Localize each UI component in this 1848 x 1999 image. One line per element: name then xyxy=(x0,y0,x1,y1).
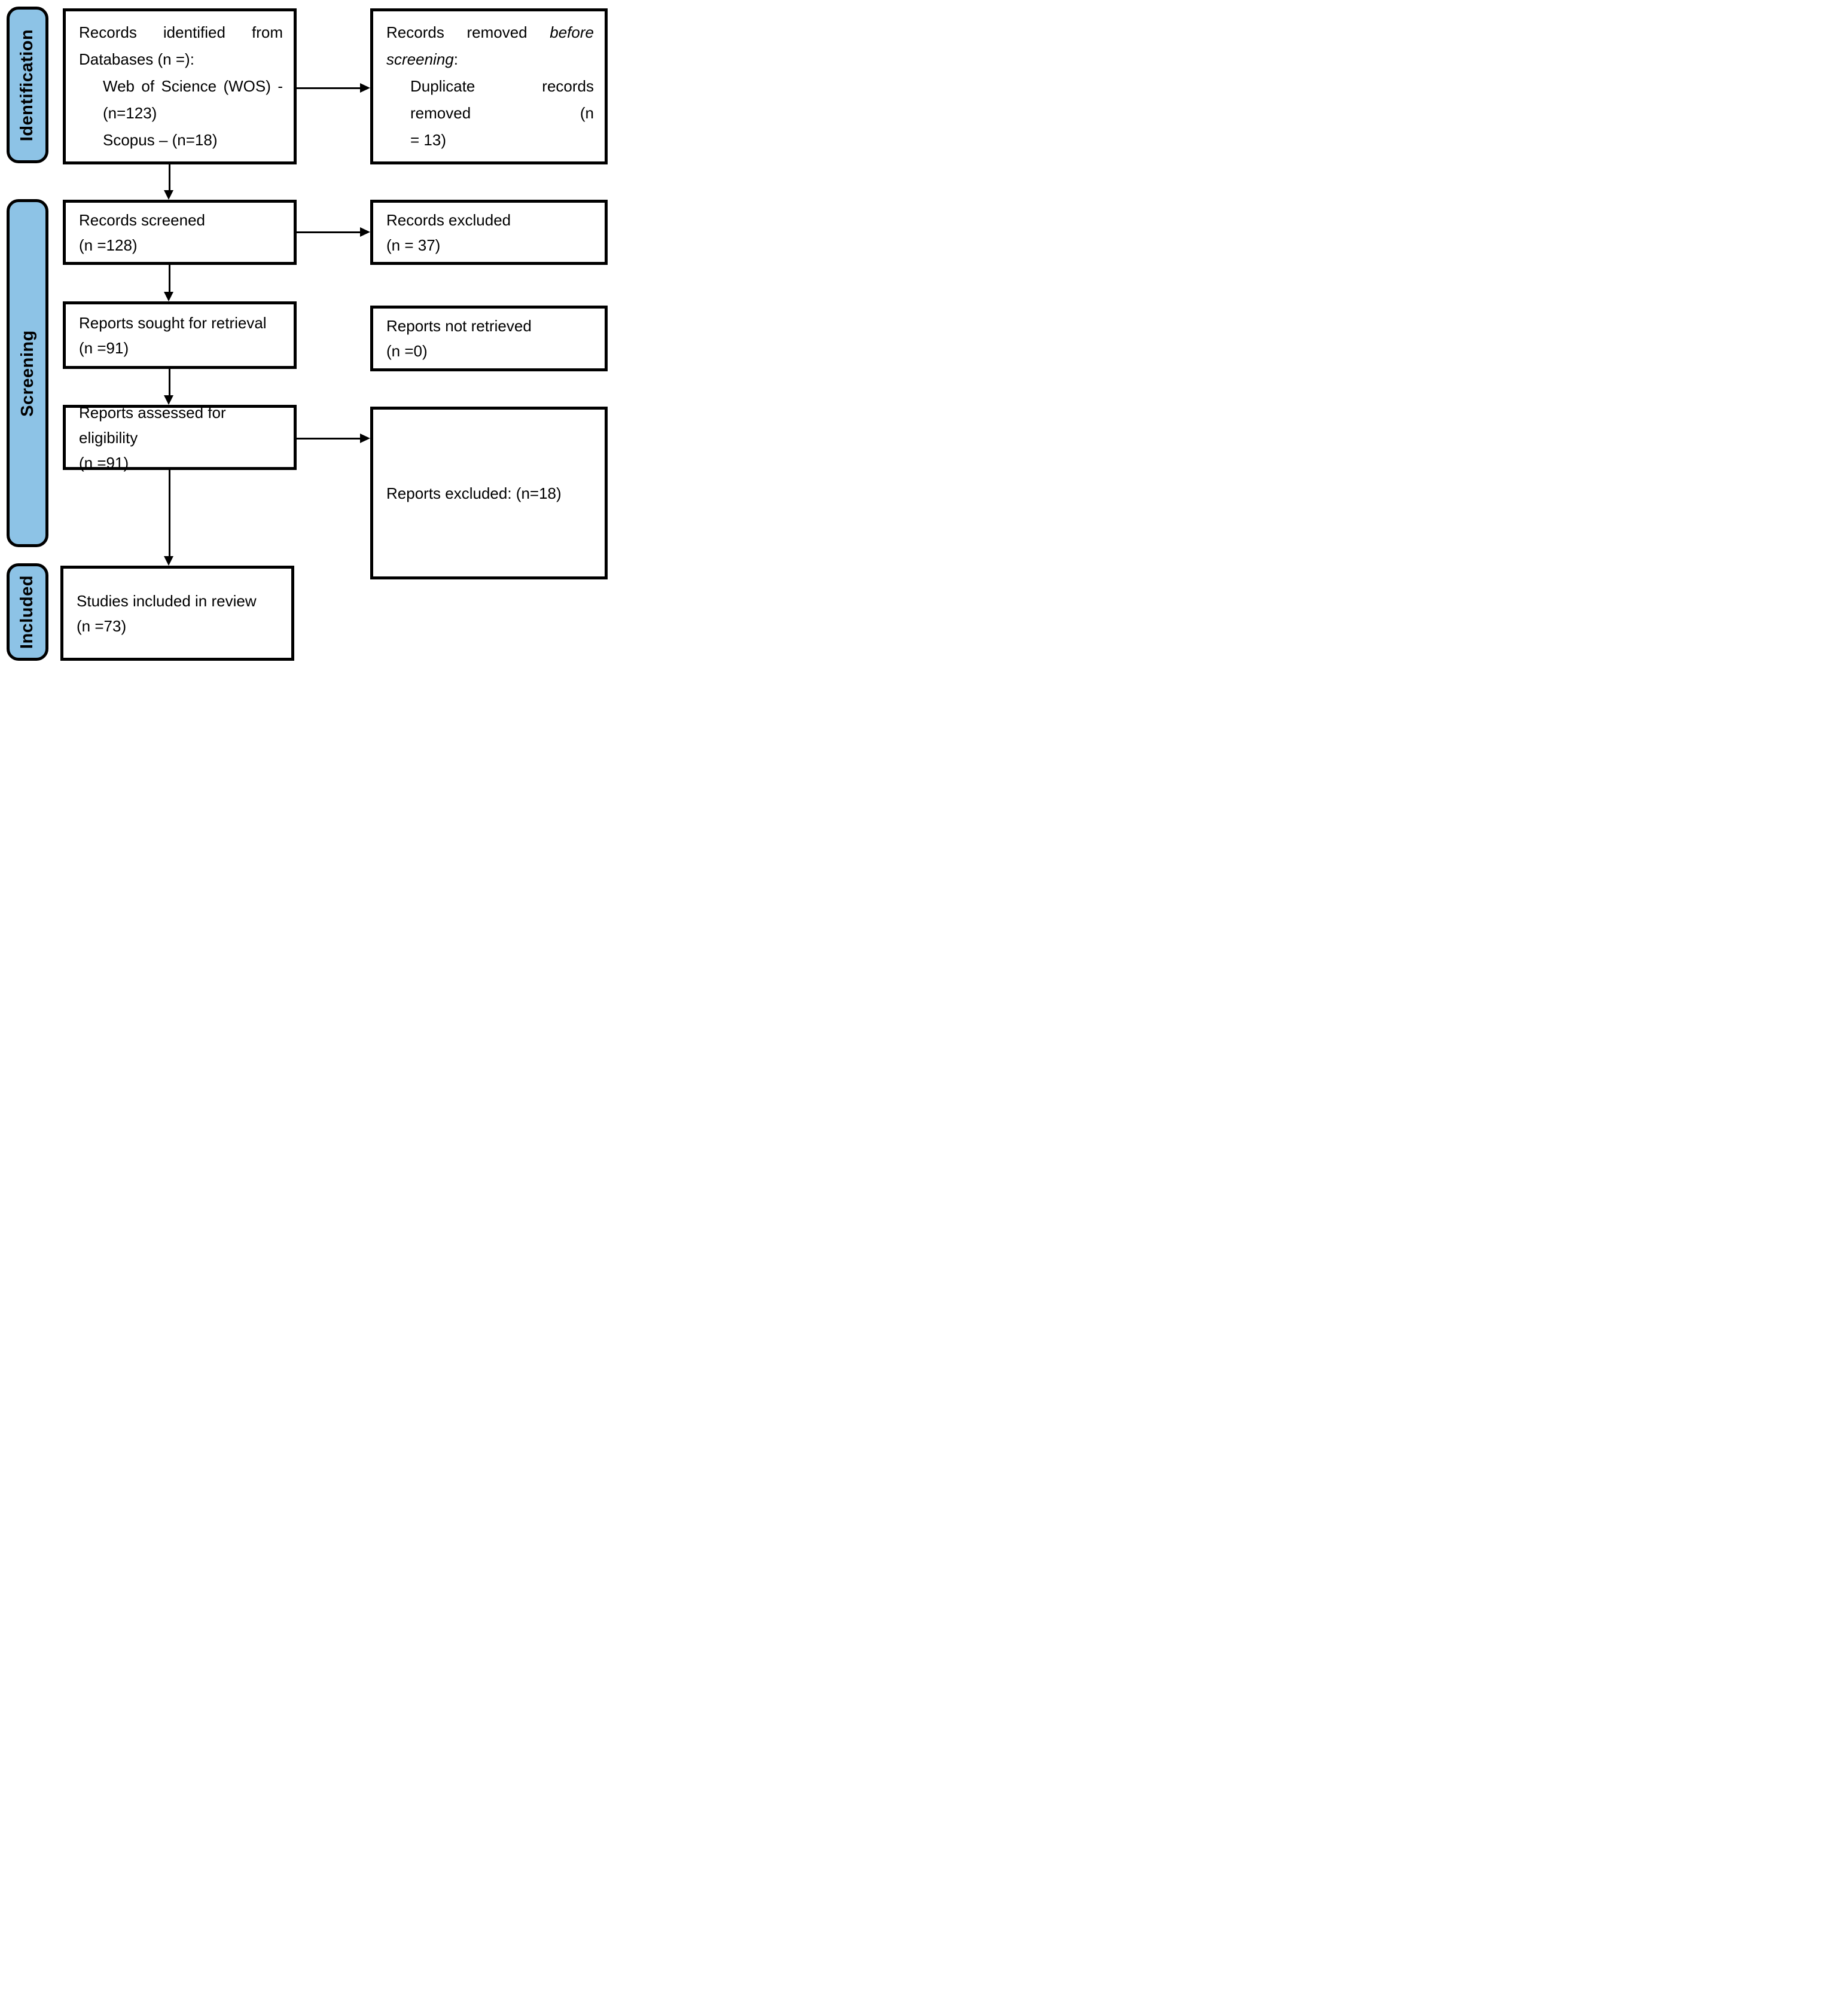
box-records-removed-before-screening: Records removed before screening: Duplic… xyxy=(370,8,608,164)
reports-sought-count: (n =91) xyxy=(79,338,129,357)
records-removed-text: Records removed xyxy=(386,23,527,41)
stage-bar-included: Included xyxy=(7,563,48,661)
records-identified-line-2: Databases (n =): xyxy=(79,50,194,68)
box-reports-assessed: Reports assessed for eligibility (n =91) xyxy=(63,404,297,472)
arrow-line-assessed-to-included xyxy=(169,470,170,557)
box-records-excluded: Records excluded (n = 37) xyxy=(370,200,608,265)
stage-label-included: Included xyxy=(17,575,37,649)
stage-bar-identification: Identification xyxy=(7,7,48,163)
duplicates-removed-line-1: Duplicate records removed (n xyxy=(410,77,594,122)
box-reports-not-retrieved: Reports not retrieved (n =0) xyxy=(370,306,608,371)
reports-excluded-label: Reports excluded: (n=18) xyxy=(386,484,562,502)
arrowhead-assessed-to-reports-excluded xyxy=(360,434,370,443)
arrowhead-assessed-to-included xyxy=(164,556,173,566)
records-screened-label: Records screened xyxy=(79,210,205,229)
arrow-line-identified-to-screened xyxy=(169,164,170,191)
reports-assessed-label: Reports assessed for eligibility xyxy=(79,403,226,447)
arrowhead-screened-to-sought xyxy=(164,292,173,301)
records-screened-count: (n =128) xyxy=(79,236,138,254)
records-removed-before-italic: before xyxy=(550,23,594,41)
records-removed-line-2: screening: xyxy=(386,46,594,73)
reports-not-retrieved-count: (n =0) xyxy=(386,342,428,360)
box-studies-included: Studies included in review (n =73) xyxy=(60,566,294,661)
records-removed-colon: : xyxy=(453,50,458,68)
box-reports-sought: Reports sought for retrieval (n =91) xyxy=(63,301,297,369)
arrowhead-screened-to-excluded xyxy=(360,227,370,237)
arrow-line-assessed-to-reports-excluded xyxy=(297,438,361,440)
reports-assessed-count: (n =91) xyxy=(79,453,129,472)
records-removed-screening-italic: screening xyxy=(386,50,454,68)
records-identified-wos-count: (n=123) xyxy=(103,104,157,122)
arrow-line-screened-to-excluded xyxy=(297,231,361,233)
records-removed-line-1: Records removed before xyxy=(386,19,594,46)
box-records-screened: Records screened (n =128) xyxy=(63,200,297,265)
box-reports-excluded: Reports excluded: (n=18) xyxy=(370,407,608,579)
studies-included-count: (n =73) xyxy=(77,617,127,635)
records-excluded-count: (n = 37) xyxy=(386,236,441,254)
arrow-line-identified-to-removed xyxy=(297,87,361,89)
stage-bar-screening: Screening xyxy=(7,199,48,547)
records-identified-scopus: Scopus – (n=18) xyxy=(103,131,218,149)
reports-not-retrieved-label: Reports not retrieved xyxy=(386,317,532,335)
arrowhead-sought-to-assessed xyxy=(164,395,173,405)
arrow-line-screened-to-sought xyxy=(169,265,170,292)
arrow-line-sought-to-assessed xyxy=(169,369,170,396)
records-identified-line-1: Records identified from xyxy=(79,23,283,41)
duplicates-removed-line-2: = 13) xyxy=(410,131,446,149)
arrowhead-identified-to-removed xyxy=(360,83,370,93)
records-identified-wos: Web of Science (WOS) - xyxy=(103,77,283,95)
records-excluded-label: Records excluded xyxy=(386,210,511,229)
studies-included-label: Studies included in review xyxy=(77,591,257,610)
reports-sought-label: Reports sought for retrieval xyxy=(79,313,267,332)
stage-label-identification: Identification xyxy=(17,29,37,141)
stage-label-screening: Screening xyxy=(17,329,37,417)
prisma-flow-diagram: Identification Screening Included Record… xyxy=(0,0,616,666)
box-records-identified: Records identified from Databases (n =):… xyxy=(63,8,297,164)
arrowhead-identified-to-screened xyxy=(164,190,173,200)
